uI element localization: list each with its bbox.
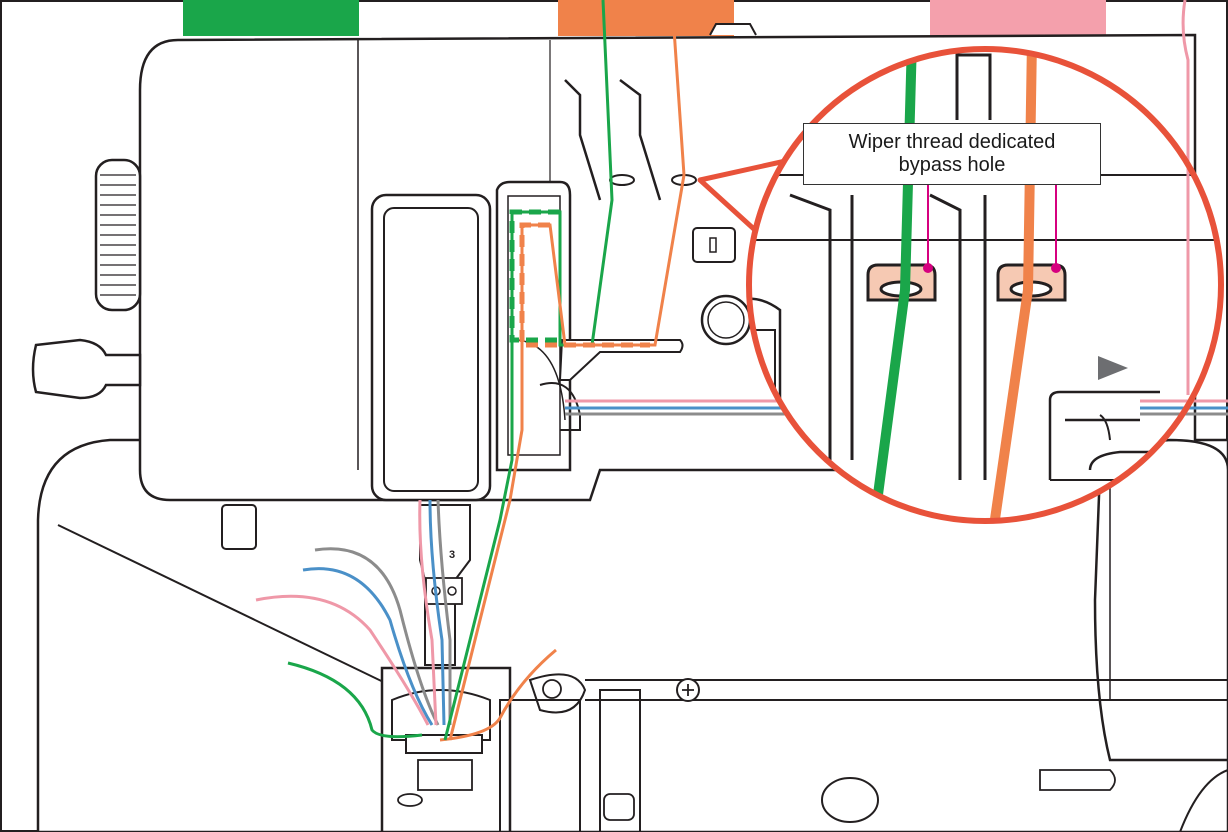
marker-dot-right xyxy=(1051,263,1061,273)
marker-dot-left xyxy=(923,263,933,273)
feed-dog-area xyxy=(418,760,472,790)
lower-round-opening xyxy=(822,778,878,822)
looper-cover xyxy=(1095,440,1228,760)
green-color-tab xyxy=(183,0,359,36)
foot-plate xyxy=(406,735,482,753)
callout-label: Wiper thread dedicated bypass hole xyxy=(803,123,1101,185)
switch-toggle xyxy=(710,238,716,252)
guide-hole-left xyxy=(610,175,634,185)
front-cover xyxy=(372,195,490,500)
round-port xyxy=(702,296,750,344)
needle-plate-number: 3 xyxy=(449,549,455,561)
top-knob xyxy=(710,24,756,35)
orange-color-tab xyxy=(558,0,734,36)
pink-color-tab xyxy=(930,0,1106,36)
housing-foot xyxy=(222,505,256,549)
